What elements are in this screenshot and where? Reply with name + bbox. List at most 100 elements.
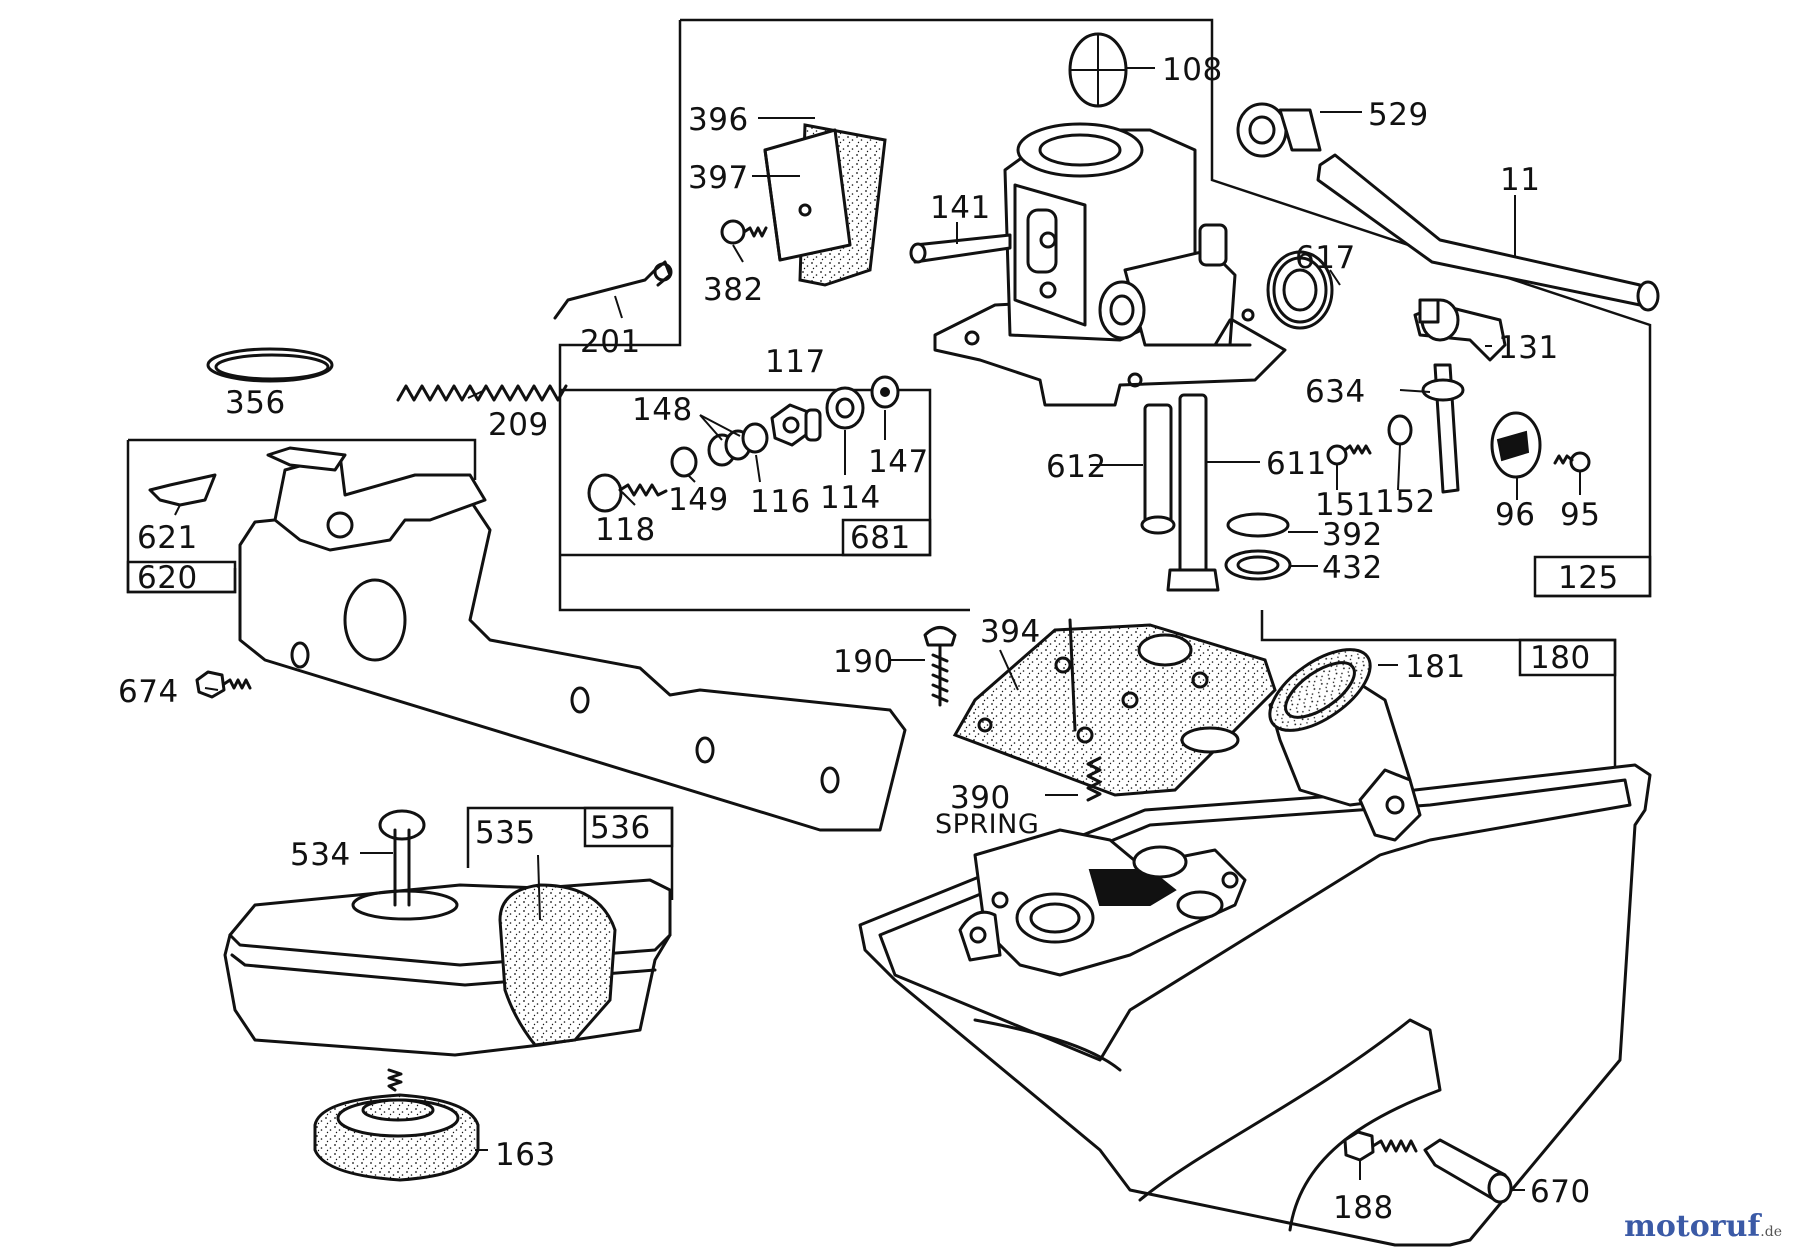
callout-151: 151 (1315, 487, 1376, 523)
callout-148: 148 (632, 392, 693, 428)
frame-536 (466, 806, 674, 900)
part-670-filter (1423, 1138, 1513, 1204)
part-147-plug (870, 375, 900, 409)
callout-201: 201 (580, 324, 641, 360)
part-114-washer (825, 386, 865, 430)
callout-394: 394 (980, 614, 1041, 650)
part-209-spring (396, 384, 568, 402)
callout-152: 152 (1375, 484, 1436, 520)
part-392-ring (1226, 512, 1290, 538)
callout-529: 529 (1368, 97, 1429, 133)
part-390-spring (1086, 756, 1102, 802)
part-394-gasket (952, 618, 1277, 797)
leader-lines (174, 67, 1581, 1191)
callout-116: 116 (750, 484, 811, 520)
callout-396: 396 (688, 102, 749, 138)
part-529-elbow (1236, 102, 1322, 158)
carburetor-body (933, 122, 1334, 407)
callout-163: 163 (495, 1137, 556, 1173)
part-163-air-cleaner-base (313, 1068, 480, 1182)
callout-621: 621 (137, 520, 198, 556)
part-382-screw (720, 219, 768, 245)
callout-96: 96 (1495, 497, 1535, 533)
callout-108: 108 (1162, 52, 1223, 88)
callout-209: 209 (488, 407, 549, 443)
callout-11: 11 (1500, 162, 1540, 198)
callout-617: 617 (1295, 240, 1356, 276)
part-116-washer (741, 422, 769, 454)
callout-397: 397 (688, 160, 749, 196)
label-box-180 (1518, 638, 1617, 677)
callout-611: 611 (1266, 446, 1327, 482)
label-box-681 (841, 518, 932, 557)
frame-681 (560, 388, 932, 557)
callout-432: 432 (1322, 550, 1383, 586)
callout-188: 188 (1333, 1190, 1394, 1226)
part-356-wire (206, 347, 334, 383)
callout-392: 392 (1322, 517, 1383, 553)
callout-356: 356 (225, 385, 286, 421)
callout-634: 634 (1305, 374, 1366, 410)
part-96-throttle-disc (1490, 411, 1542, 479)
callout-181: 181 (1405, 649, 1466, 685)
callout-149: 149 (668, 482, 729, 518)
frame-180 (1260, 610, 1617, 780)
part-181-filler-neck (1268, 648, 1422, 842)
part-149-spring (670, 446, 698, 478)
part-188-screw (1343, 1130, 1418, 1162)
label-box-125 (1533, 555, 1652, 598)
callout-681: 681 (850, 520, 911, 556)
callout-labels: 108 396 397 382 141 529 11 617 201 356 2… (118, 52, 1652, 1226)
callout-95: 95 (1560, 497, 1600, 533)
part-131-lever (1413, 298, 1507, 362)
callout-180: 180 (1530, 640, 1591, 676)
part-180-fuel-tank (858, 763, 1652, 1247)
part-108-choke-disc (1068, 32, 1128, 108)
part-141-pin (909, 233, 1012, 264)
part-397-block (763, 128, 852, 262)
callout-141: 141 (930, 190, 991, 226)
callout-536: 536 (590, 810, 651, 846)
part-534-screw (378, 809, 426, 907)
part-634-shaft (1421, 363, 1465, 494)
callout-147: 147 (868, 444, 929, 480)
callout-131: 131 (1498, 330, 1559, 366)
frame-carb-left (558, 20, 970, 612)
part-152-spring (1387, 414, 1413, 446)
part-617-ring (1272, 256, 1328, 324)
part-620-bracket (238, 446, 907, 832)
part-612-pipe (1140, 403, 1176, 535)
callout-534: 534 (290, 837, 351, 873)
part-535-filter-element (498, 883, 617, 1047)
label-box-620 (126, 560, 237, 594)
callout-117: 117 (765, 344, 826, 380)
watermark-tld: .de (1760, 1224, 1782, 1240)
part-674-screw (195, 670, 252, 699)
part-148-washers (707, 429, 752, 467)
part-190-screw (923, 626, 957, 707)
callout-190: 190 (833, 644, 894, 680)
callout-620: 620 (137, 560, 198, 596)
part-95-screw (1553, 451, 1591, 473)
part-118-needle (587, 473, 668, 513)
callout-674: 674 (118, 674, 179, 710)
callout-535: 535 (475, 815, 536, 851)
callout-118: 118 (595, 512, 656, 548)
label-box-536 (583, 806, 674, 848)
part-151-screw (1326, 444, 1372, 466)
frame-620-top (128, 438, 477, 480)
callout-spring: SPRING (935, 809, 1039, 840)
callout-382: 382 (703, 272, 764, 308)
callout-670: 670 (1530, 1174, 1591, 1210)
callout-390: 390 (950, 780, 1011, 816)
part-11-fuel-pipe (1316, 153, 1660, 312)
motoruf-watermark: motoruf.de (1624, 1209, 1782, 1244)
part-117-nut (770, 403, 822, 447)
part-201-link (553, 260, 673, 320)
part-432-ring (1224, 549, 1292, 581)
callout-612: 612 (1046, 449, 1107, 485)
part-611-pipe (1166, 393, 1220, 592)
callout-125: 125 (1558, 560, 1619, 596)
callout-114: 114 (820, 480, 881, 516)
